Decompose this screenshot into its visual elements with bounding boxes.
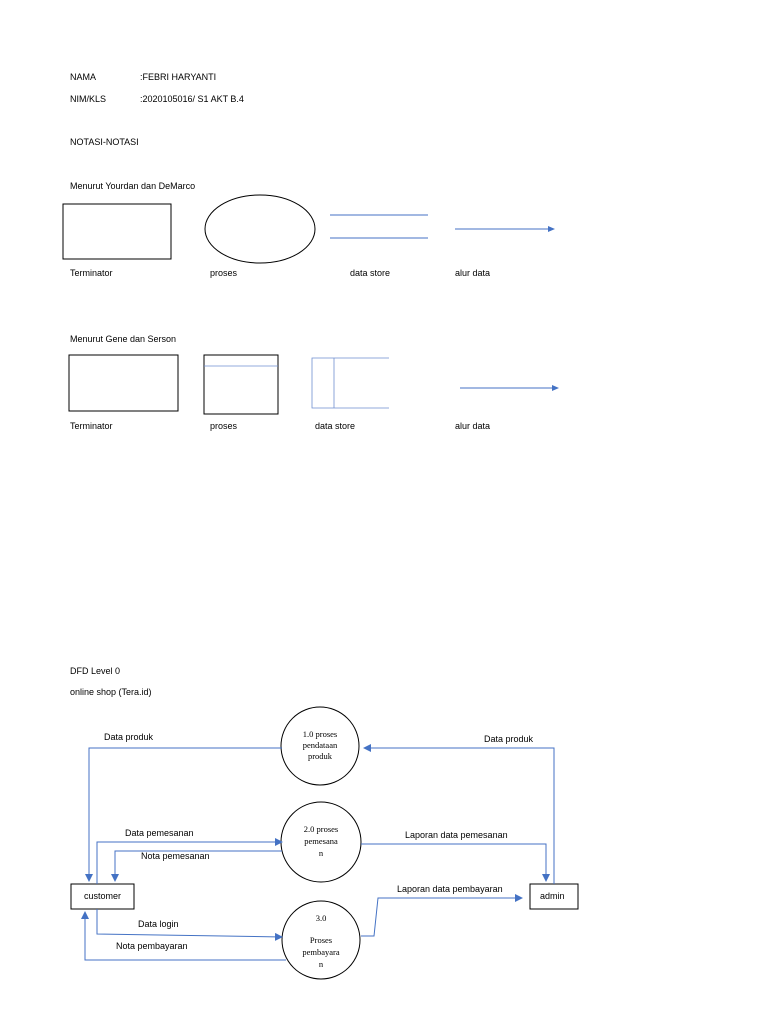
entity-customer-label: customer <box>84 891 122 901</box>
process-2-line3: n <box>319 848 324 858</box>
yourdan-title: Menurut Yourdan dan DeMarco <box>70 181 196 191</box>
yourdan-label-dataflow: alur data <box>455 268 491 278</box>
process-2-line2: pemesana <box>304 836 338 846</box>
gane-notation-shapes <box>68 354 559 415</box>
label-data-pemesanan: Data pemesanan <box>125 828 194 838</box>
label-nota-pemesanan: Nota pemesanan <box>141 851 210 861</box>
yourdan-process-shape <box>204 194 316 264</box>
label-data-produk-left: Data produk <box>104 732 154 742</box>
label-laporan-pemesanan: Laporan data pemesanan <box>405 830 508 840</box>
process-2-line1: 2.0 proses <box>304 824 338 834</box>
yourdan-label-process: proses <box>210 268 238 278</box>
flow-laporan-pemesanan <box>361 843 550 882</box>
yourdan-label-terminator: Terminator <box>70 268 113 278</box>
entity-admin-label: admin <box>540 891 565 901</box>
flow-data-produk-from-admin <box>363 744 555 884</box>
gane-datastore-outline <box>311 357 389 409</box>
name-value: :FEBRI HARYANTI <box>140 72 217 82</box>
label-laporan-pembayaran: Laporan data pembayaran <box>397 884 503 894</box>
flow-laporan-pembayaran <box>361 894 523 937</box>
gane-title: Menurut Gene dan Serson <box>70 334 177 344</box>
flow-data-pemesanan <box>96 838 283 884</box>
yourdan-label-datastore: data store <box>350 268 391 278</box>
label-data-produk-right: Data produk <box>484 734 534 744</box>
section-title: NOTASI-NOTASI <box>70 137 139 147</box>
process-1-line3: produk <box>308 751 333 761</box>
gane-label-dataflow: alur data <box>455 421 491 431</box>
nim-label: NIM/KLS <box>70 94 107 104</box>
process-3-line1: 3.0 <box>316 913 327 923</box>
name-label: NAMA <box>70 72 97 82</box>
yourdan-terminator-shape <box>62 203 172 260</box>
process-3-line4: n <box>319 959 324 969</box>
process-1-line2: pendataan <box>303 740 338 750</box>
yourdan-arrowhead <box>548 226 555 232</box>
nim-value: :2020105016/ S1 AKT B.4 <box>140 94 244 104</box>
flow-data-login <box>96 909 283 941</box>
gane-label-datastore: data store <box>315 421 356 431</box>
label-data-login: Data login <box>138 919 179 929</box>
process-1-circle <box>280 706 360 786</box>
flow-nota-pemesanan <box>111 850 282 882</box>
gane-terminator-shape <box>68 354 179 412</box>
gane-label-terminator: Terminator <box>70 421 113 431</box>
flow-data-produk-to-customer <box>85 747 282 882</box>
gane-process-shape <box>203 354 279 415</box>
yourdan-notation-shapes <box>62 194 555 264</box>
process-1-line1: 1.0 proses <box>303 729 337 739</box>
process-3-line2: Proses <box>310 935 332 945</box>
flow-nota-pembayaran <box>81 911 286 961</box>
entity-customer-box <box>70 883 135 910</box>
gane-label-process: proses <box>210 421 238 431</box>
label-nota-pembayaran: Nota pembayaran <box>116 941 188 951</box>
process-3-line3: pembayara <box>302 947 340 957</box>
dfd-subtitle: online shop (Tera.id) <box>70 687 152 697</box>
gane-arrowhead <box>552 385 559 391</box>
dfd-title: DFD Level 0 <box>70 666 121 676</box>
